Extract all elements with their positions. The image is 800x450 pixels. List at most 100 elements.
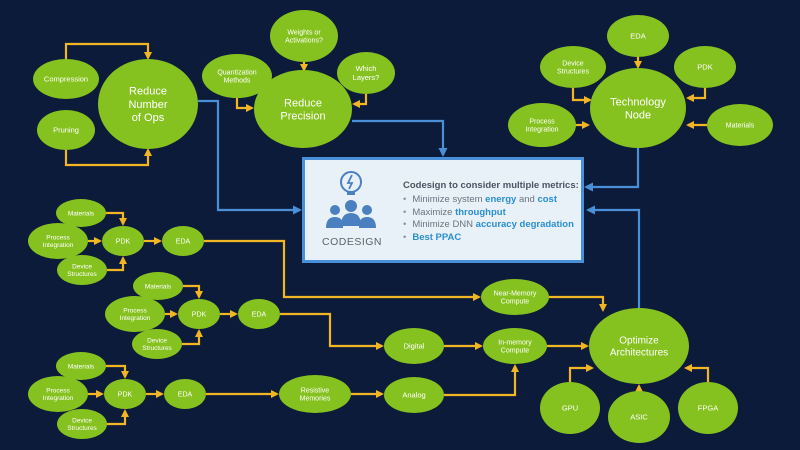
node-fpga: FPGA [678,382,738,434]
node-label: Compression [44,75,88,84]
node-label: PDK [118,391,133,398]
codesign-arrow [198,99,302,215]
node-r3-materials: Materials [56,352,106,380]
node-label: Materials [726,122,755,129]
node-label: Quantization [217,69,256,76]
flow-arrow [106,364,129,379]
node-label: Near-Memory [494,290,537,297]
node-asic: ASIC [608,391,670,443]
node-r3-pdk: PDK [104,379,146,409]
metric-item: Minimize system energy and cost [403,194,574,207]
node-label: Node [625,109,651,121]
node-label: Process [46,387,70,394]
codesign-arrow [586,205,641,308]
node-r2-pdk: PDK [178,299,220,329]
node-label: Architectures [610,348,668,359]
node-label: Materials [68,210,95,217]
node-compression: Compression [33,59,99,99]
flow-arrow [684,364,710,382]
node-tn-eda: EDA [607,15,669,57]
node-r2-eda: EDA [238,299,280,329]
node-label: Activations? [285,38,323,45]
node-label: ASIC [630,413,648,422]
node-label: EDA [252,311,267,318]
flow-arrow [204,239,481,301]
edges-layer [64,42,710,426]
flow-arrow [352,94,368,108]
node-label: Process [46,234,70,241]
node-label: FPGA [698,404,718,413]
flow-arrow [686,88,707,102]
node-label: Number [128,99,167,111]
node-label: Structures [142,345,172,352]
node-r1-eda: EDA [162,226,204,256]
node-label: Reduce [284,97,322,109]
node-tn-pdk: PDK [674,46,736,88]
node-label: Which [356,64,377,73]
node-label: Layers? [353,73,380,82]
flow-arrow [107,409,129,426]
node-label: Materials [68,363,95,370]
node-label: EDA [630,32,645,41]
node-label: Reduce [129,86,167,98]
node-pruning: Pruning [37,110,95,150]
node-label: Device [72,417,92,424]
flow-arrow [549,295,607,312]
node-label: Optimize [619,336,659,347]
flow-arrow [64,148,152,167]
node-label: Integration [43,242,74,249]
metrics-list: Minimize system energy and cost Maximize… [403,194,574,244]
node-label: Device [562,60,584,67]
node-label: Resistive [301,387,330,394]
node-label: Integration [525,127,558,134]
node-label: Device [72,263,92,270]
node-label: Digital [404,342,425,351]
flow-arrow [182,329,203,346]
metrics-title: Codesign to consider multiple metrics: [403,180,579,191]
node-label: Device [147,337,167,344]
flow-arrow [235,98,254,112]
metric-item: Best PPAC [403,232,574,245]
node-label: Analog [402,391,425,400]
node-label: PDK [116,238,131,245]
node-label: Methods [224,78,251,85]
codesign-arrow [352,119,448,157]
node-label: Technology [610,96,666,108]
node-r3-eda: EDA [164,379,206,409]
node-analog: Analog [384,377,444,413]
codesign-arrow [584,148,640,192]
node-r2-materials: Materials [133,272,183,300]
node-r1-materials: Materials [56,199,106,227]
node-label: EDA [178,391,193,398]
node-label: PDK [697,63,712,72]
metric-item: Minimize DNN accuracy degradation [403,219,574,232]
node-label: Integration [120,315,151,322]
metric-item: Maximize throughput [403,207,574,220]
node-label: Process [123,307,147,314]
node-label: Precision [280,110,325,122]
node-r1-pdk: PDK [102,226,144,256]
node-label: Compute [501,299,530,306]
node-gpu: GPU [540,382,600,434]
node-label: Structures [557,69,589,76]
codesign-box: CODESIGN Codesign to consider multiple m… [302,157,584,263]
node-label: EDA [176,238,191,245]
